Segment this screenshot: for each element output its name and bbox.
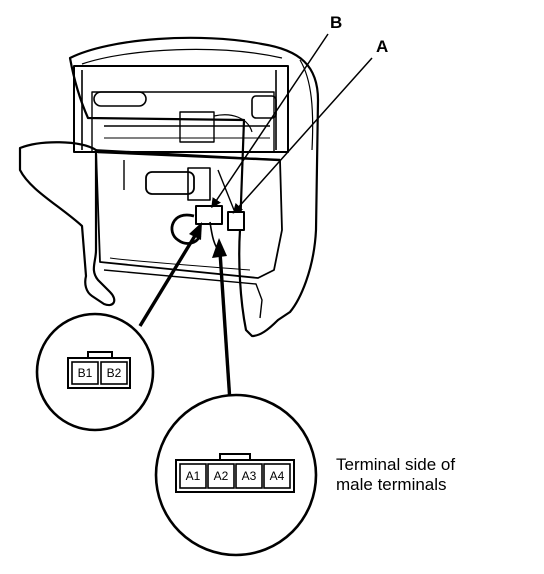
arrow-to-connector-b — [138, 233, 198, 327]
leader-lines — [211, 33, 373, 214]
magnifier-arrows — [138, 222, 232, 403]
callout-b: B — [330, 13, 342, 32]
pin-a1: A1 — [186, 469, 201, 483]
caption-line-1: Terminal side of — [336, 455, 456, 474]
terminal-caption: Terminal side of male terminals — [336, 455, 536, 495]
connector-a-detail: A1 A2 A3 A4 — [154, 393, 318, 557]
pin-b2: B2 — [107, 366, 122, 380]
seat-back-illustration — [68, 36, 320, 338]
leader-a — [232, 57, 373, 214]
seat-frame-mechanism — [73, 65, 289, 253]
callout-a: A — [376, 37, 388, 56]
arrow-to-connector-a — [218, 251, 232, 403]
connector-b-detail: B1 B2 — [35, 312, 155, 432]
leader-b — [211, 33, 329, 209]
pin-b1: B1 — [78, 366, 93, 380]
pin-a2: A2 — [214, 469, 229, 483]
caption-line-2: male terminals — [336, 475, 447, 494]
pin-a4: A4 — [270, 469, 285, 483]
pin-a3: A3 — [242, 469, 257, 483]
